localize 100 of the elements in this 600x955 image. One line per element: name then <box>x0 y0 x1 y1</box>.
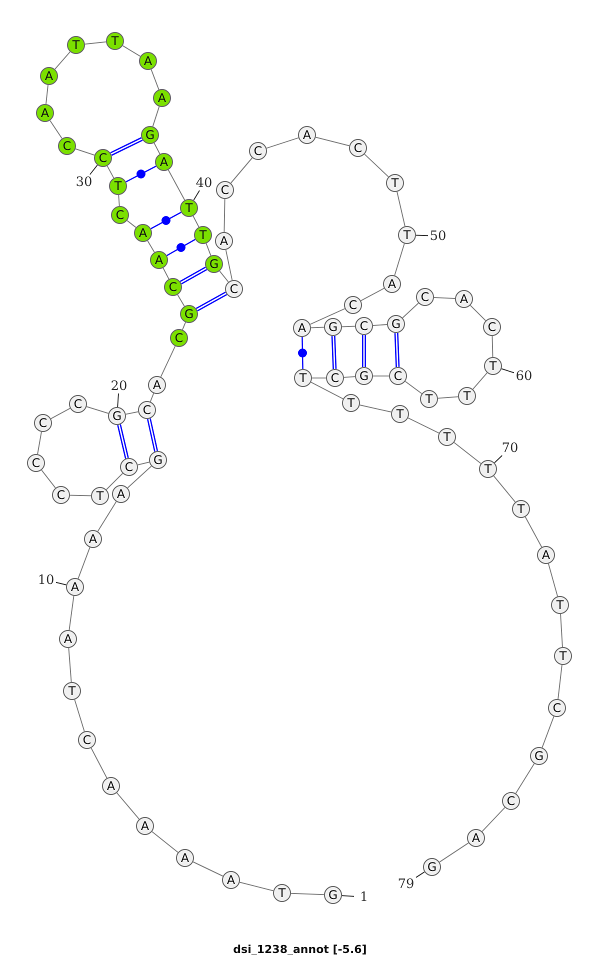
nucleotide-circle: A <box>215 232 233 250</box>
nucleotide-circle: T <box>109 177 127 195</box>
backbone-line <box>515 763 535 794</box>
backbone-line <box>125 411 139 415</box>
leader-line <box>494 455 503 464</box>
backbone-line <box>50 408 71 420</box>
nucleotide-circle: T <box>479 460 497 478</box>
nucleotide-circle: A <box>102 777 120 795</box>
backbone-line <box>408 417 440 434</box>
position-number: 40 <box>194 176 214 190</box>
leader-line <box>416 871 425 878</box>
backbone-line <box>192 216 200 228</box>
leader-line <box>56 582 67 586</box>
base-pair-bond <box>394 332 400 368</box>
nucleotide-circle: A <box>176 849 194 867</box>
nucleotide-circle: G <box>355 367 373 385</box>
backbone-line <box>75 148 95 156</box>
backbone-line <box>126 220 136 228</box>
nucleotide-circle: T <box>438 428 456 446</box>
backbone-line <box>472 372 488 390</box>
backbone-line <box>548 563 558 597</box>
nucleotide-circle: A <box>139 52 157 70</box>
backbone-line <box>177 294 185 307</box>
nucleotide-circle: C <box>483 318 501 336</box>
backbone-line <box>106 472 124 490</box>
backbone-line <box>342 326 356 328</box>
nucleotide-circle: T <box>398 226 416 244</box>
base-pair-bond <box>180 266 208 284</box>
backbone-line <box>116 792 140 820</box>
backbone-line <box>454 442 482 464</box>
nucleotide-circle: T <box>194 226 212 244</box>
nucleotide-circle: T <box>458 387 476 405</box>
position-number: 30 <box>74 174 94 190</box>
nucleotide-circle: G <box>324 318 342 336</box>
base-pair-bond <box>331 336 337 370</box>
nucleotide-circle: C <box>225 280 243 298</box>
backbone-line <box>558 664 562 700</box>
backbone-line <box>542 716 554 748</box>
backbone-line <box>106 165 114 179</box>
nucleotide-circle: A <box>155 153 173 171</box>
backbone-line <box>68 595 74 631</box>
backbone-line <box>86 406 109 414</box>
position-number: 79 <box>396 876 416 892</box>
nucleotide-circle: T <box>63 682 81 700</box>
nucleotide-circle: T <box>386 174 404 192</box>
backbone-line <box>394 243 405 276</box>
backbone-line <box>150 68 160 90</box>
nucleotide-circle: T <box>512 500 530 518</box>
nucleotide-circle: C <box>52 486 70 504</box>
nucleotide-circle: T <box>180 199 198 217</box>
leader-line <box>501 368 514 374</box>
nucleotide-circle: C <box>111 206 129 224</box>
nucleotide-circle: T <box>391 405 409 423</box>
nucleotide-circle: T <box>273 884 291 902</box>
backbone-line <box>239 882 274 892</box>
leader-line <box>117 393 119 408</box>
nucleotide-circle: A <box>298 126 316 144</box>
backbone-line <box>224 198 226 232</box>
nucleotide-circle: T <box>551 596 569 614</box>
nucleotide-circle: G <box>387 315 405 333</box>
nucleotide-circle: G <box>423 858 441 876</box>
backbone-line <box>45 84 49 105</box>
backbone-line <box>150 392 154 402</box>
backbone-line <box>404 380 422 394</box>
position-number: 50 <box>428 228 448 244</box>
nucleotide-circle: A <box>136 817 154 835</box>
nucleotide-circle: C <box>58 137 76 155</box>
backbone-line <box>315 136 350 146</box>
nucleotide-circle: A <box>36 104 54 122</box>
backbone-line <box>160 346 176 378</box>
backbone-line <box>396 191 406 227</box>
nucleotide-circle: G <box>324 886 342 904</box>
nucleotide-circle: C <box>216 181 234 199</box>
nucleotide-circle: C <box>249 142 267 160</box>
nucleotide-circle: T <box>484 357 502 375</box>
backbone-line <box>90 747 108 779</box>
backbone-line <box>360 288 385 302</box>
backbone-line <box>37 431 42 455</box>
nucleotide-circle: A <box>40 67 58 85</box>
backbone-line <box>97 501 117 532</box>
backbone-line <box>162 268 170 280</box>
backbone-line <box>152 831 178 853</box>
nucleotide-circle: A <box>148 376 166 394</box>
nucleotide-circle: C <box>502 792 520 810</box>
nucleotide-circle: C <box>416 288 434 306</box>
nucleotide-circle: A <box>84 530 102 548</box>
backbone-line <box>154 142 160 154</box>
nucleotide-circle: A <box>455 290 473 308</box>
nucleotide-circle: G <box>180 305 198 323</box>
nucleotide-circle: A <box>383 275 401 293</box>
backbone-line <box>343 376 356 378</box>
backbone-line <box>137 462 150 466</box>
backbone-line <box>70 494 92 496</box>
backbone-line <box>492 336 494 358</box>
nucleotide-circle: A <box>112 485 130 503</box>
nucleotide-circle: C <box>326 369 344 387</box>
leader-line <box>341 895 354 897</box>
position-number: 10 <box>36 572 56 588</box>
nucleotide-circle: C <box>164 278 182 296</box>
nucleotide-circle: C <box>389 367 407 385</box>
